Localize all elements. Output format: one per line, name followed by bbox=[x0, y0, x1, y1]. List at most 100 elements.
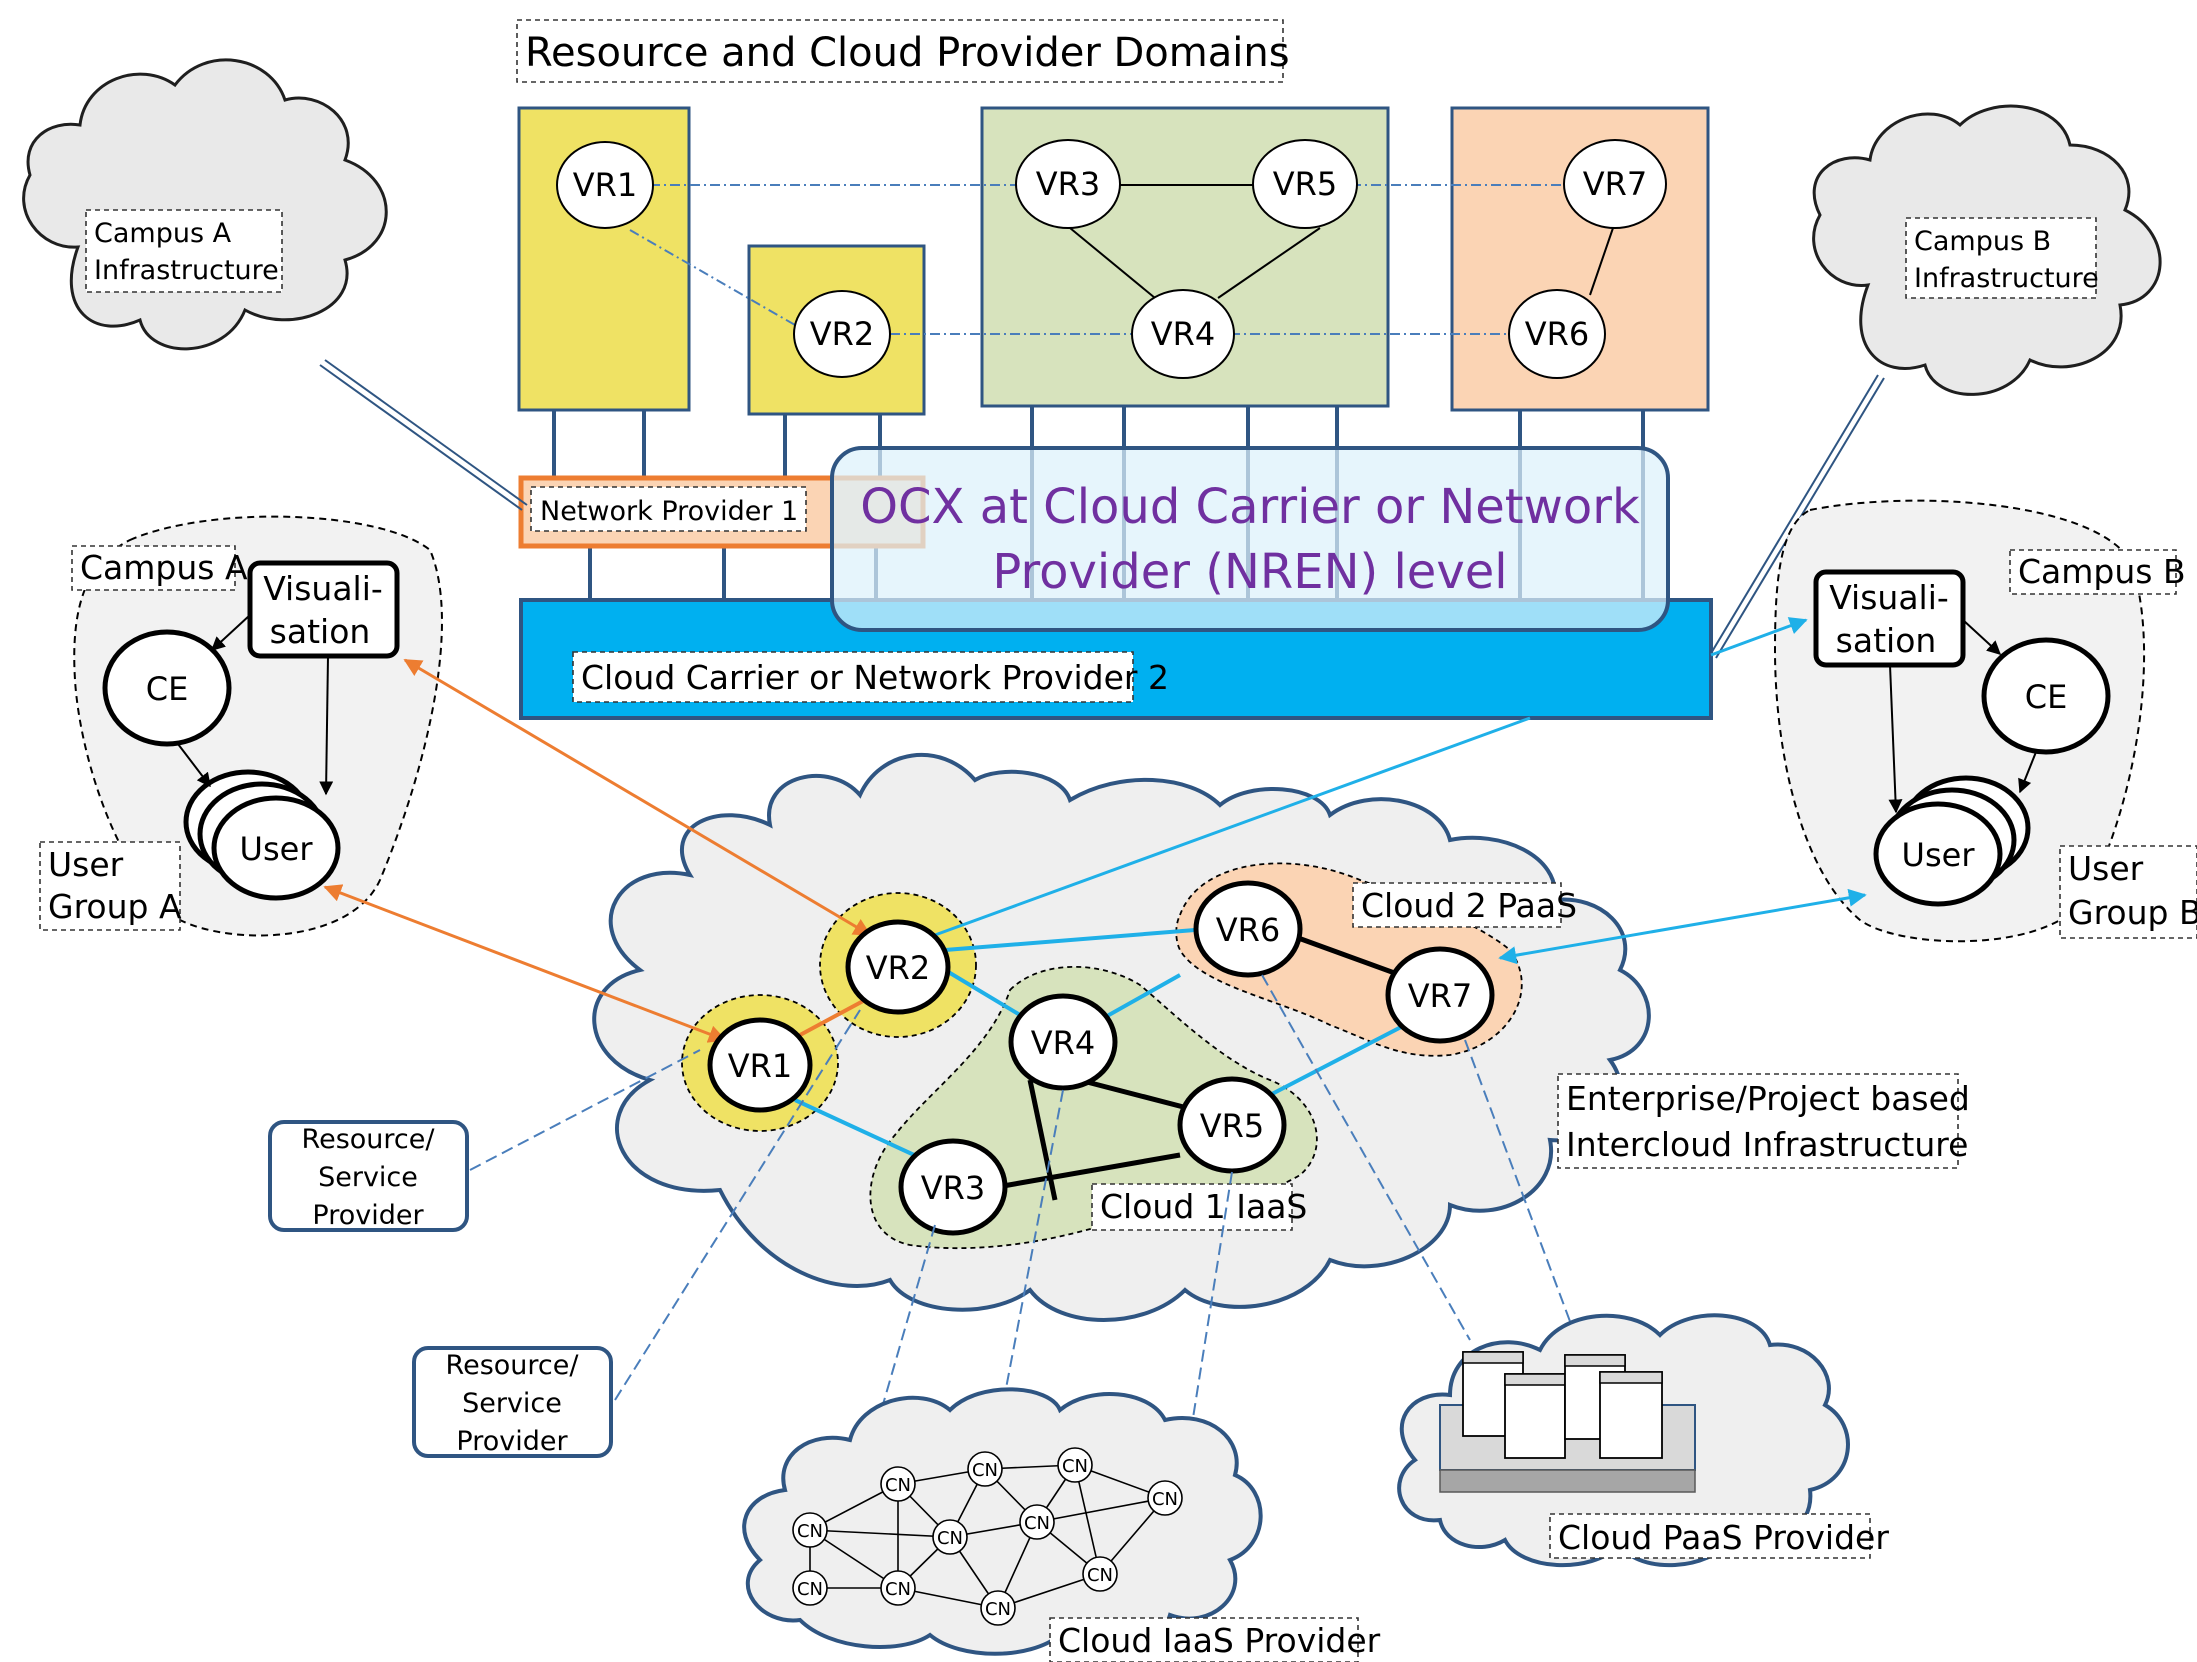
campus-b-arrows bbox=[1888, 619, 2037, 814]
svg-text:VR5: VR5 bbox=[1273, 165, 1337, 203]
svg-text:CN: CN bbox=[885, 1579, 911, 1600]
svg-text:VR7: VR7 bbox=[1408, 977, 1472, 1015]
cn-node: CN bbox=[1147, 1480, 1183, 1516]
paas-provider-label: Cloud PaaS Provider bbox=[1549, 1513, 1889, 1559]
campus-a-visualisation: Visuali- sation bbox=[247, 560, 400, 659]
svg-text:CN: CN bbox=[797, 1579, 823, 1600]
svg-text:Provider: Provider bbox=[456, 1426, 568, 1457]
network-provider-1-label: Network Provider 1 bbox=[530, 486, 807, 532]
cn-node: CN bbox=[880, 1570, 916, 1606]
top-vr6: VR6 bbox=[1508, 289, 1606, 379]
resource-service-provider-1: Resource/ Service Provider bbox=[268, 1120, 469, 1232]
svg-text:Intercloud Infrastructure: Intercloud Infrastructure bbox=[1566, 1125, 1968, 1164]
intercloud-vr7: VR7 bbox=[1385, 946, 1495, 1044]
svg-text:CN: CN bbox=[985, 1599, 1011, 1620]
intercloud-vr4: VR4 bbox=[1008, 993, 1118, 1091]
campus-a-arrows bbox=[177, 614, 334, 796]
svg-text:User: User bbox=[48, 845, 124, 884]
campus-access-arrows bbox=[323, 617, 1867, 1043]
cn-node: CN bbox=[792, 1570, 828, 1606]
svg-text:Cloud 2 PaaS: Cloud 2 PaaS bbox=[1361, 886, 1577, 925]
svg-text:VR4: VR4 bbox=[1031, 1024, 1095, 1062]
svg-text:User: User bbox=[240, 830, 314, 868]
campus-b-visualisation: Visuali- sation bbox=[1813, 569, 1966, 668]
intercloud-vr3: VR3 bbox=[898, 1138, 1008, 1236]
svg-text:VR2: VR2 bbox=[866, 949, 930, 987]
svg-text:CN: CN bbox=[1152, 1489, 1178, 1510]
cn-node: CN bbox=[1019, 1504, 1055, 1540]
svg-text:CE: CE bbox=[2025, 678, 2068, 716]
ocx-box bbox=[830, 446, 1670, 632]
svg-text:Cloud Carrier or Network Provi: Cloud Carrier or Network Provider 2 bbox=[581, 658, 1169, 697]
svg-text:CN: CN bbox=[972, 1460, 998, 1481]
campus-a-label: Campus A bbox=[71, 545, 248, 591]
svg-text:VR1: VR1 bbox=[573, 166, 637, 204]
svg-text:User: User bbox=[1902, 836, 1976, 874]
svg-text:sation: sation bbox=[270, 612, 371, 651]
svg-text:sation: sation bbox=[1836, 621, 1937, 660]
svg-text:Provider: Provider bbox=[312, 1200, 424, 1231]
campus-a-ce: CE bbox=[102, 629, 232, 747]
svg-text:Campus A: Campus A bbox=[94, 218, 232, 249]
cn-node: CN bbox=[932, 1519, 968, 1555]
paas-server-icon bbox=[1439, 1351, 1696, 1493]
cn-node: CN bbox=[1057, 1447, 1093, 1483]
diagram-title: Resource and Cloud Provider Domains bbox=[525, 30, 1290, 76]
campus-b-user: User bbox=[1873, 775, 2031, 907]
svg-text:CN: CN bbox=[1062, 1456, 1088, 1477]
svg-text:Group B: Group B bbox=[2068, 893, 2197, 932]
svg-text:Campus B: Campus B bbox=[2018, 552, 2186, 591]
svg-text:CE: CE bbox=[146, 670, 189, 708]
svg-text:Resource/: Resource/ bbox=[446, 1350, 580, 1381]
cn-node: CN bbox=[980, 1590, 1016, 1626]
svg-text:VR6: VR6 bbox=[1525, 315, 1589, 353]
svg-text:User: User bbox=[2068, 849, 2144, 888]
enterprise-label: Enterprise/Project based Intercloud Infr… bbox=[1557, 1073, 1970, 1169]
carrier-label-box: Cloud Carrier or Network Provider 2 bbox=[572, 651, 1169, 703]
cn-node: CN bbox=[1082, 1556, 1118, 1592]
cloud-1-iaas-label: Cloud 1 IaaS bbox=[1091, 1183, 1307, 1231]
top-vr3: VR3 bbox=[1015, 139, 1121, 229]
svg-text:VR7: VR7 bbox=[1583, 165, 1647, 203]
svg-text:VR2: VR2 bbox=[810, 315, 874, 353]
svg-text:VR4: VR4 bbox=[1151, 315, 1215, 353]
cn-node: CN bbox=[967, 1451, 1003, 1487]
svg-text:Enterprise/Project based: Enterprise/Project based bbox=[1566, 1079, 1970, 1118]
campus-b-label: Campus B bbox=[2009, 549, 2186, 595]
provider-dashed-links bbox=[469, 974, 1591, 1571]
campus-b-infra-label: Campus B Infrastructure bbox=[1905, 217, 2099, 299]
intercloud-vr1: VR1 bbox=[707, 1017, 813, 1113]
svg-text:Service: Service bbox=[462, 1388, 562, 1419]
user-group-a-label: User Group A bbox=[39, 841, 182, 931]
svg-text:Visuali-: Visuali- bbox=[263, 569, 383, 608]
top-vr5: VR5 bbox=[1252, 139, 1358, 229]
campus-a-infra-link bbox=[319, 359, 528, 511]
campus-a-infra-cloud bbox=[22, 58, 388, 351]
intercloud-vr5: VR5 bbox=[1177, 1076, 1287, 1174]
svg-text:Network Provider 1: Network Provider 1 bbox=[540, 496, 798, 527]
svg-text:Resource/: Resource/ bbox=[302, 1124, 436, 1155]
svg-text:Cloud 1 IaaS: Cloud 1 IaaS bbox=[1100, 1187, 1307, 1226]
svg-text:VR3: VR3 bbox=[921, 1169, 985, 1207]
svg-text:Visuali-: Visuali- bbox=[1829, 578, 1949, 617]
campus-a-user: User bbox=[183, 769, 341, 901]
intercloud-links bbox=[794, 716, 1531, 1201]
svg-text:VR1: VR1 bbox=[728, 1047, 792, 1085]
cloud-2-paas-label: Cloud 2 PaaS bbox=[1352, 882, 1577, 928]
ocx-label-line-1: OCX at Cloud Carrier or Network bbox=[860, 479, 1640, 535]
top-vr2: VR2 bbox=[793, 290, 891, 378]
cn-node: CN bbox=[880, 1466, 916, 1502]
svg-text:CN: CN bbox=[885, 1475, 911, 1496]
svg-text:Cloud PaaS Provider: Cloud PaaS Provider bbox=[1558, 1518, 1889, 1557]
cn-node: CN bbox=[792, 1512, 828, 1548]
resource-service-provider-2: Resource/ Service Provider bbox=[412, 1346, 613, 1458]
title-box: Resource and Cloud Provider Domains bbox=[516, 19, 1290, 83]
campus-b-ce: CE bbox=[1981, 637, 2111, 755]
svg-text:CN: CN bbox=[937, 1528, 963, 1549]
svg-text:CN: CN bbox=[1024, 1513, 1050, 1534]
iaas-provider-label: Cloud IaaS Provider bbox=[1049, 1617, 1381, 1662]
svg-text:Infrastructure: Infrastructure bbox=[1914, 263, 2099, 294]
svg-text:VR3: VR3 bbox=[1036, 165, 1100, 203]
svg-text:CN: CN bbox=[797, 1521, 823, 1542]
svg-text:Campus A: Campus A bbox=[80, 548, 248, 587]
